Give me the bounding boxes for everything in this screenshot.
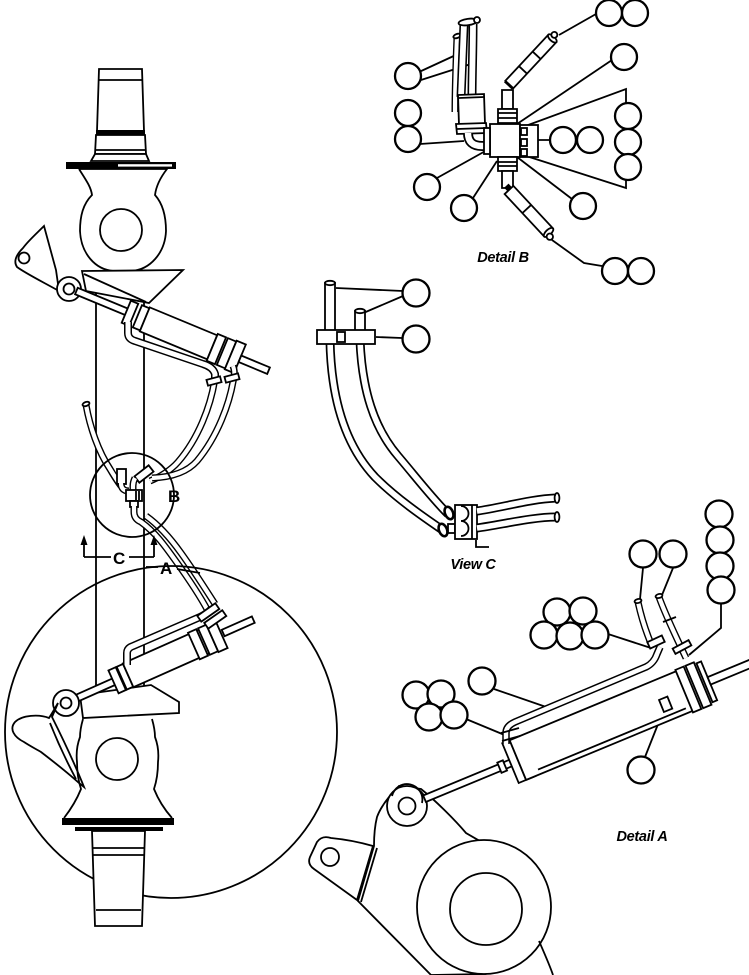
svg-text:View C: View C — [450, 557, 496, 573]
svg-text:A: A — [160, 559, 172, 578]
svg-text:C: C — [113, 549, 125, 568]
svg-text:Detail A: Detail A — [616, 829, 667, 845]
svg-text:Detail B: Detail B — [477, 250, 529, 266]
svg-text:B: B — [168, 487, 180, 506]
